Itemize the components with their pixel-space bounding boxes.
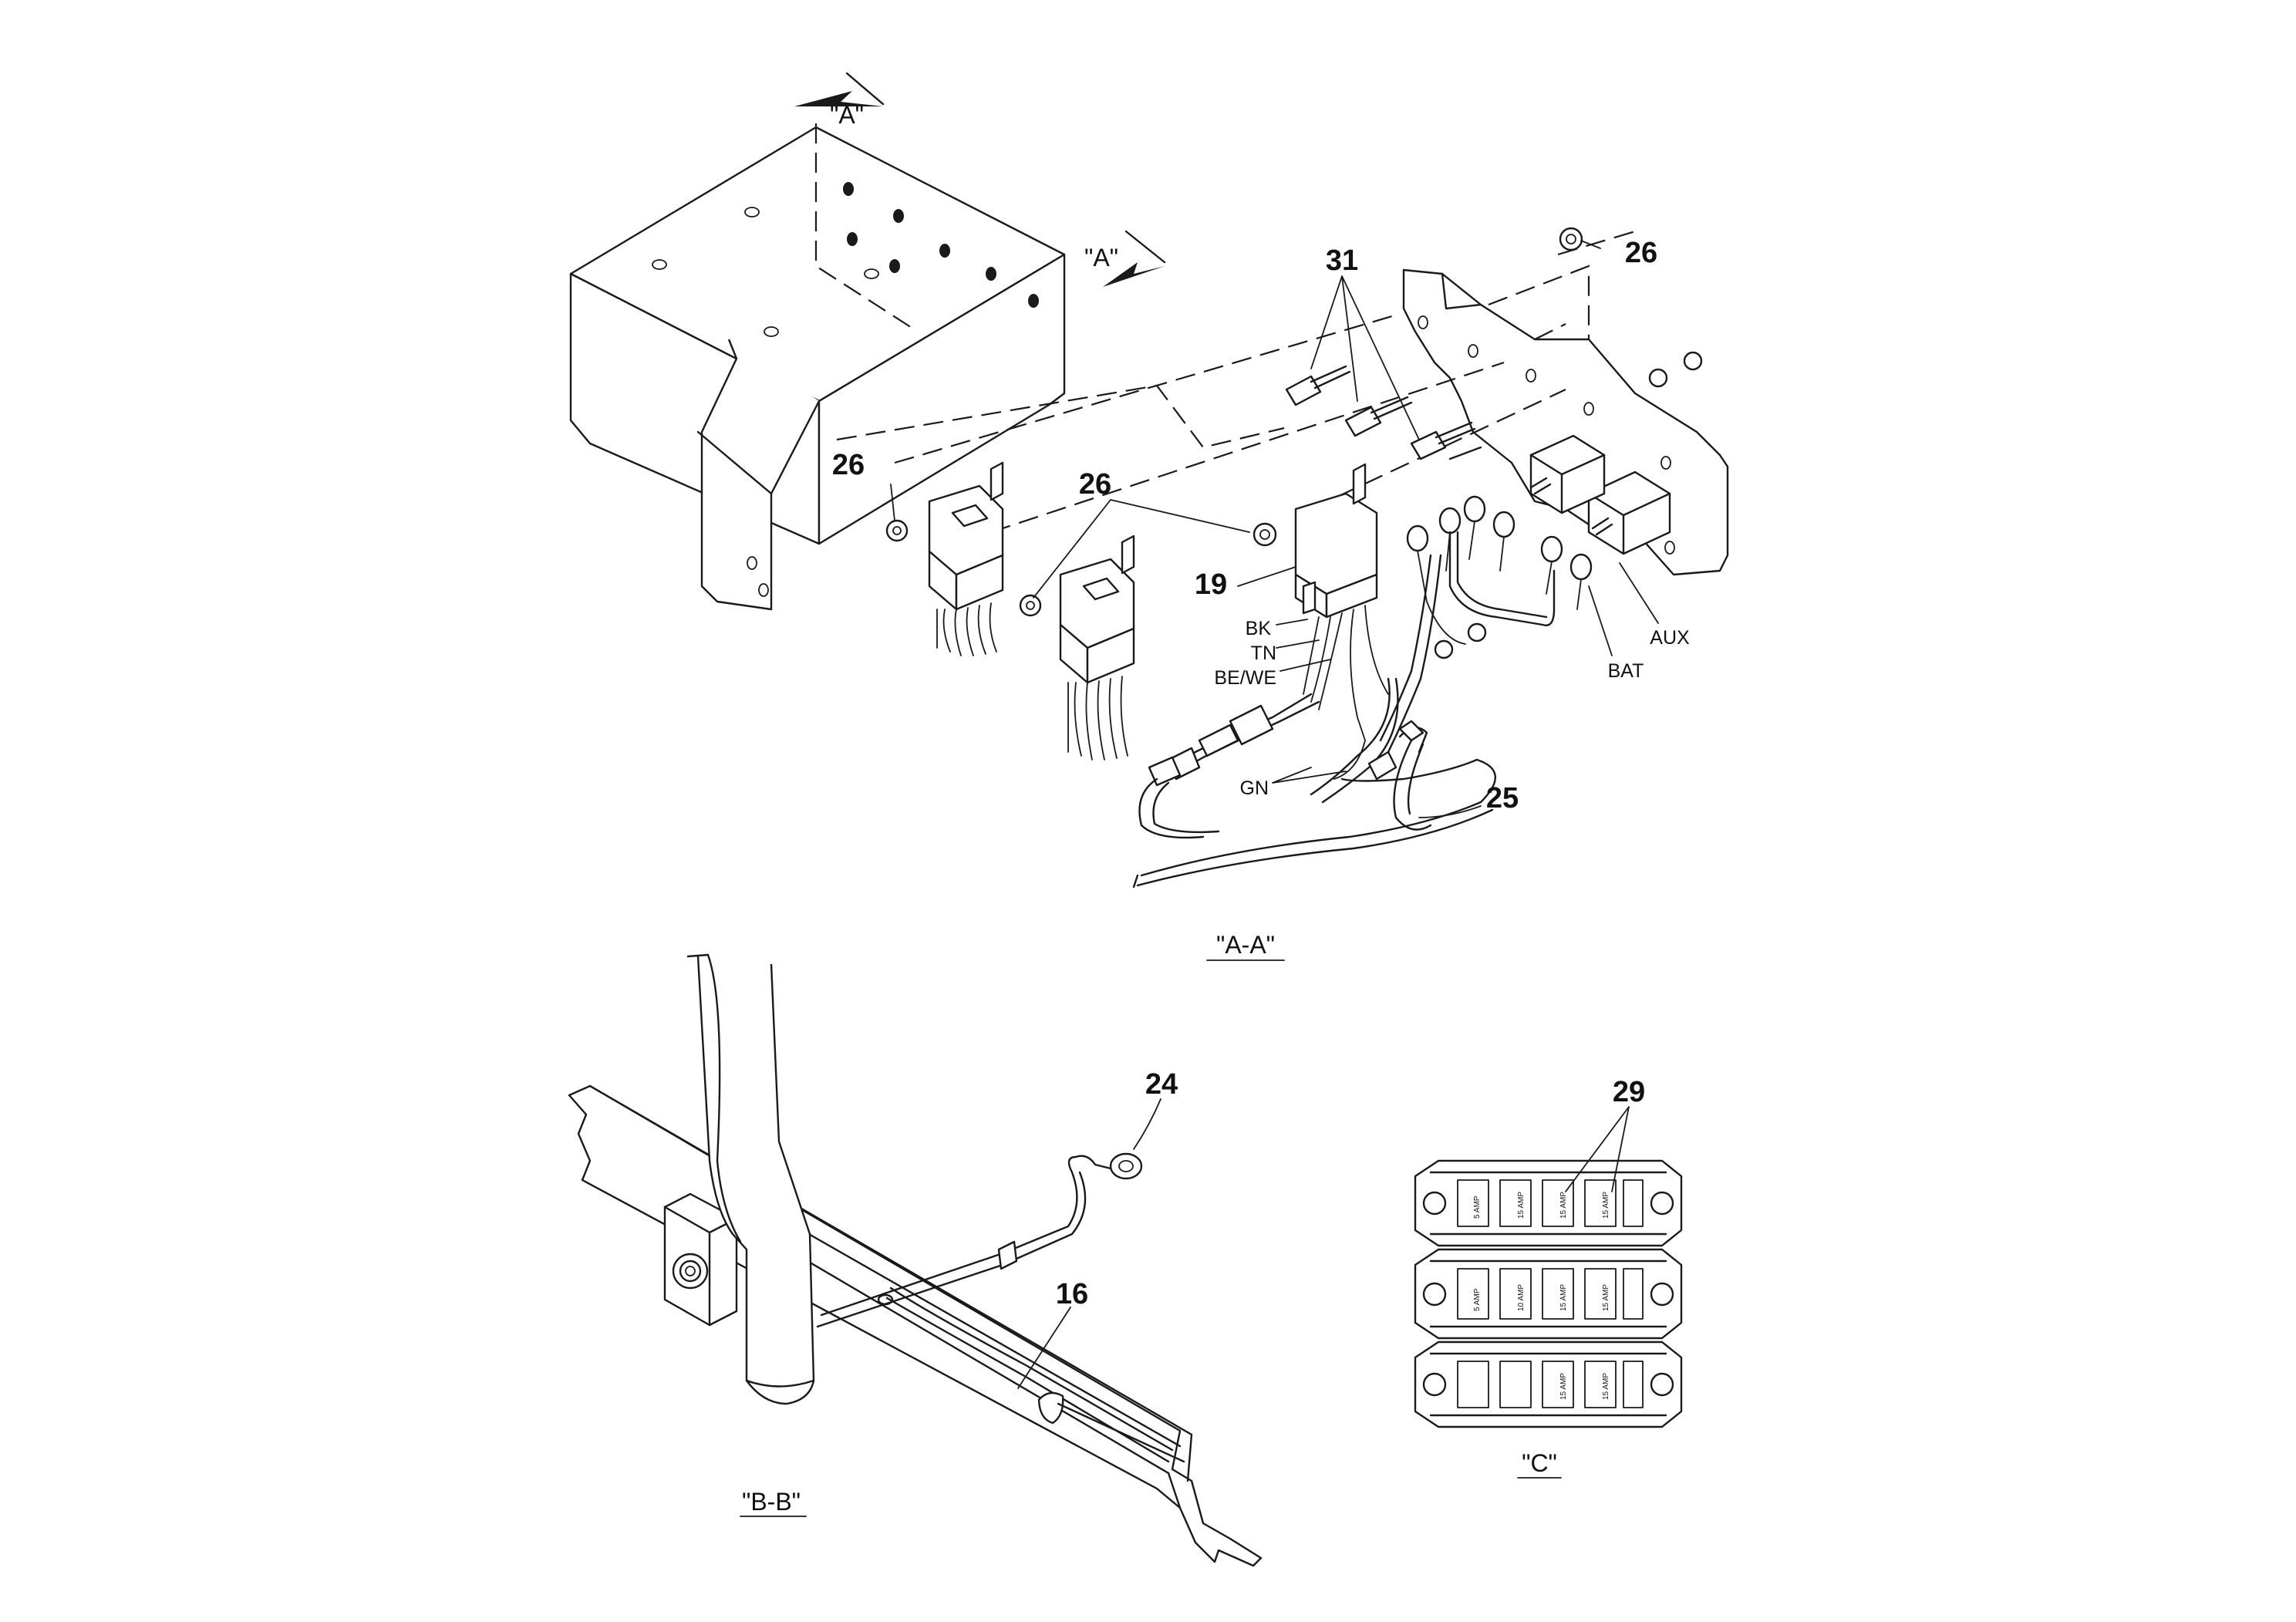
view-a-arrow-side: "A" xyxy=(1084,230,1166,287)
fuse-rating-2: 15 AMP xyxy=(1559,1192,1568,1219)
breaker-aux xyxy=(1587,470,1671,555)
breaker-bat xyxy=(1529,434,1606,514)
callout-19: 19 xyxy=(1195,568,1227,601)
view-a-arrow-top: "A" xyxy=(794,72,885,129)
view-c-label: "C" xyxy=(1522,1449,1557,1477)
fuse-rating-5: 10 AMP xyxy=(1517,1284,1526,1311)
fuse-rating-10: 15 AMP xyxy=(1602,1373,1610,1400)
leaders-c xyxy=(1565,1106,1630,1192)
wire-label-tn: TN xyxy=(1251,642,1276,664)
fuse-block-1 xyxy=(1414,1159,1683,1247)
relay-19 xyxy=(1294,463,1389,780)
stud-31-a xyxy=(1285,365,1351,406)
clamp-block xyxy=(663,1192,738,1327)
stud-31-b xyxy=(1344,396,1413,437)
fuse-block-3 xyxy=(1414,1340,1683,1428)
wire-label-bat: BAT xyxy=(1608,660,1644,682)
relay-middle xyxy=(1059,534,1135,760)
leaders-aa xyxy=(890,240,1659,818)
washer-mid-left xyxy=(1019,594,1042,617)
section-aa-label: "A-A" xyxy=(1216,931,1275,959)
washer-left xyxy=(885,519,909,542)
cable-16 xyxy=(816,1155,1185,1463)
washer-mid xyxy=(1253,522,1277,547)
fuse-rating-9: 15 AMP xyxy=(1517,1192,1526,1219)
relay-left xyxy=(928,461,1004,656)
screw xyxy=(1448,446,1482,460)
callout-31: 31 xyxy=(1326,244,1358,277)
washer-top xyxy=(1559,227,1583,251)
fuse-rating-1: 5 AMP xyxy=(1473,1195,1482,1219)
callout-24: 24 xyxy=(1145,1068,1178,1101)
frame-rail xyxy=(568,1084,1263,1567)
ring-terminals xyxy=(1406,495,1593,645)
fuse-rating-6: 15 AMP xyxy=(1559,1284,1568,1311)
fuse-rating-3: 15 AMP xyxy=(1602,1192,1610,1219)
fuse-block-2 xyxy=(1414,1248,1683,1340)
mounting-bracket xyxy=(569,123,1066,611)
view-a-label-top: "A" xyxy=(830,101,864,129)
fuse-rating-8: 15 AMP xyxy=(1559,1373,1568,1400)
view-a-label-side: "A" xyxy=(1084,244,1118,271)
wire-label-bk: BK xyxy=(1246,618,1272,639)
wire-label-aux: AUX xyxy=(1650,627,1690,649)
callout-26-left: 26 xyxy=(832,449,865,481)
ring-terminal-24 xyxy=(1109,1152,1143,1180)
wire-label-be-we: BE/WE xyxy=(1214,667,1276,689)
washers-right xyxy=(1434,351,1703,659)
fuse-rating-7: 15 AMP xyxy=(1602,1284,1610,1311)
callout-26-mid: 26 xyxy=(1079,468,1111,501)
callout-16: 16 xyxy=(1056,1278,1088,1310)
vertical-tube xyxy=(686,953,815,1405)
wire-label-gn: GN xyxy=(1240,777,1269,799)
stud-31-c xyxy=(1410,421,1476,460)
wiring-harness xyxy=(1132,554,1496,889)
callout-29: 29 xyxy=(1613,1076,1645,1108)
cable-clamp-25 xyxy=(1393,720,1432,831)
section-bb-label: "B-B" xyxy=(742,1488,801,1516)
callout-25: 25 xyxy=(1486,782,1519,814)
fuse-blocks: 5 AMP 15 AMP 15 AMP 5 AMP 10 AMP 15 AMP … xyxy=(1414,1159,1683,1428)
callout-26-top: 26 xyxy=(1625,237,1657,269)
fuse-rating-4: 5 AMP xyxy=(1473,1288,1482,1311)
leaders-bb xyxy=(1017,1098,1161,1389)
